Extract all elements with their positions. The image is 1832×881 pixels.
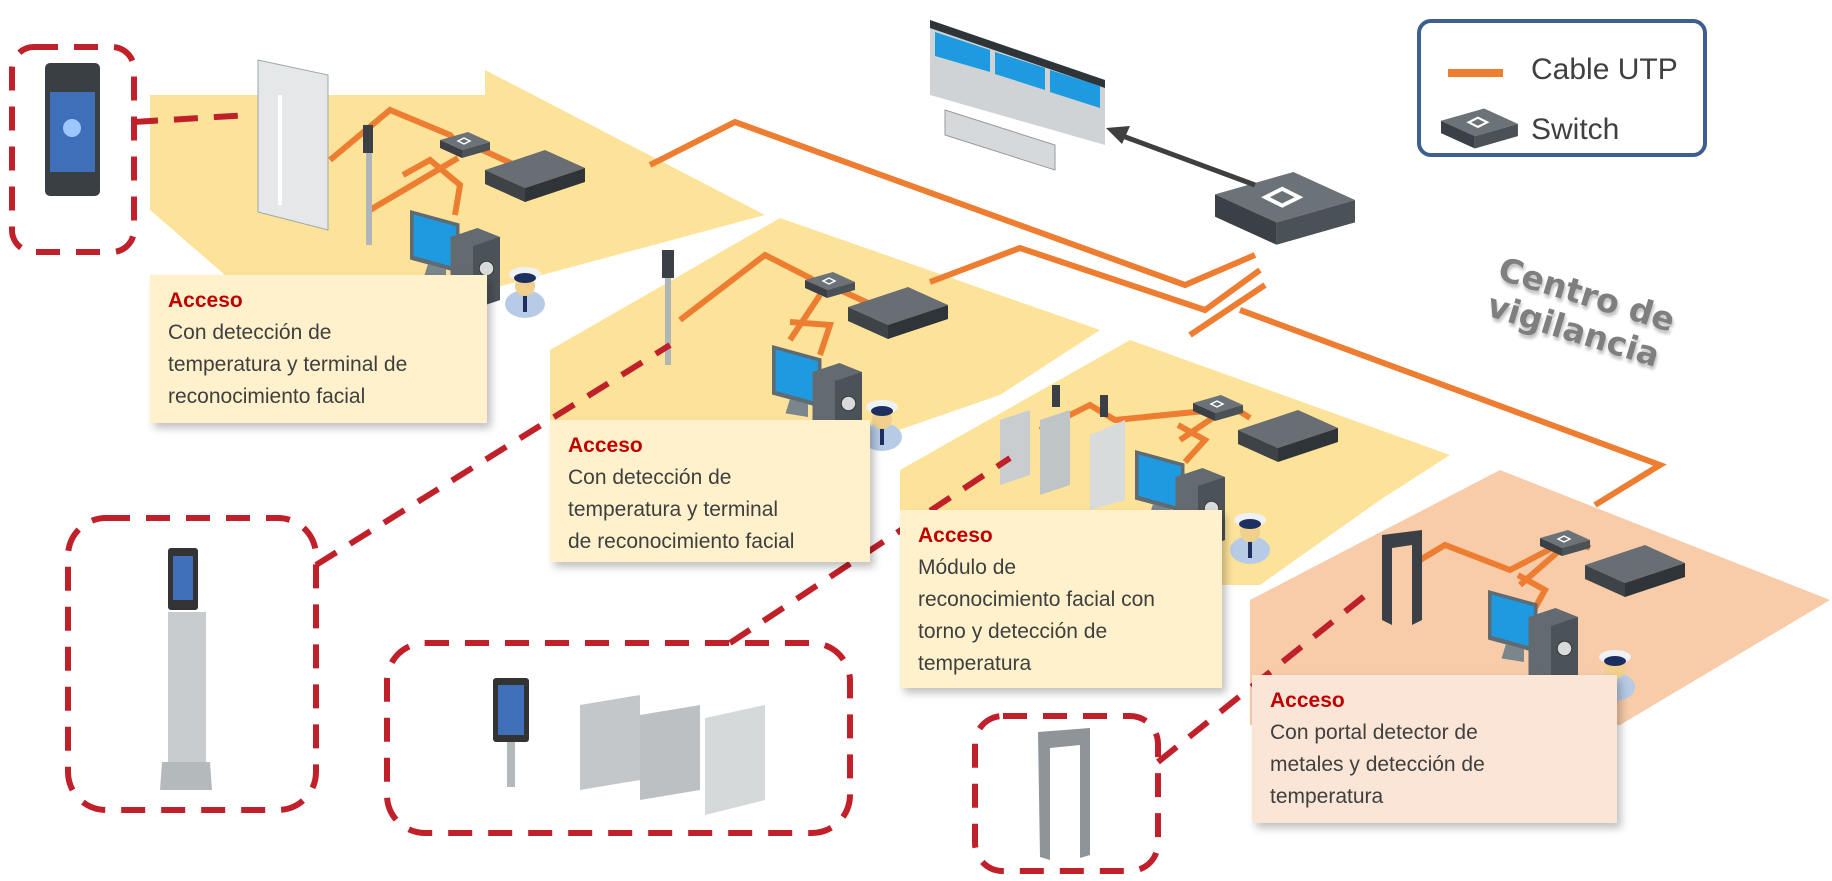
callout-pedestal-terminal: [65, 515, 319, 813]
zone-2-label: Acceso Con detección de temperatura y te…: [550, 420, 870, 562]
callout-face-terminal: [9, 44, 137, 255]
callout-connector-3: [728, 455, 1012, 646]
zone-1-description: Con detección de temperatura y terminal …: [168, 321, 408, 408]
arrow-to-video-wall: [1119, 132, 1256, 188]
callout-turnstile: [384, 640, 853, 836]
zone-2-description: Con detección de temperatura y terminal …: [568, 466, 795, 553]
zone-1-title: Acceso: [168, 289, 243, 312]
zone-2-floor: [550, 218, 1100, 440]
zone-3-label: Acceso Módulo de reconocimiento facial c…: [900, 510, 1222, 688]
legend: Cable UTP Switch: [1417, 19, 1707, 157]
cable-line-icon: [1448, 69, 1503, 77]
zone-1-devices: [257, 59, 585, 318]
switch-icon: [1441, 107, 1520, 150]
legend-item-cable: Cable UTP: [1421, 45, 1703, 95]
video-wall-icon: [930, 20, 1105, 171]
zone-2-devices: [662, 250, 948, 451]
central-switch: [1213, 170, 1357, 247]
zone-4-devices: [1382, 529, 1685, 701]
legend-label-cable: Cable UTP: [1531, 53, 1678, 86]
face-terminal-icon: [45, 63, 100, 196]
legend-label-switch: Switch: [1531, 113, 1620, 146]
zone-4-description: Con portal detector de metales y detecci…: [1270, 721, 1485, 808]
turnstile-icon: [493, 678, 765, 815]
metal-detector-icon: [1038, 728, 1090, 860]
arrow-head-icon: [1106, 126, 1130, 144]
zone-4-title: Acceso: [1270, 689, 1345, 712]
zone-3-devices: [1000, 385, 1338, 564]
zone-3-title: Acceso: [918, 524, 993, 547]
callout-metal-detector: [972, 713, 1161, 874]
legend-item-switch: Switch: [1421, 105, 1703, 155]
pedestal-terminal-icon: [160, 548, 212, 790]
zone-2-title: Acceso: [568, 434, 643, 457]
callout-connector-1: [133, 112, 251, 125]
zone-3-description: Módulo de reconocimiento facial con torn…: [918, 556, 1155, 675]
zone-4-label: Acceso Con portal detector de metales y …: [1252, 675, 1617, 823]
callout-connector-2: [314, 342, 672, 568]
zone-1-label: Acceso Con detección de temperatura y te…: [150, 275, 487, 423]
